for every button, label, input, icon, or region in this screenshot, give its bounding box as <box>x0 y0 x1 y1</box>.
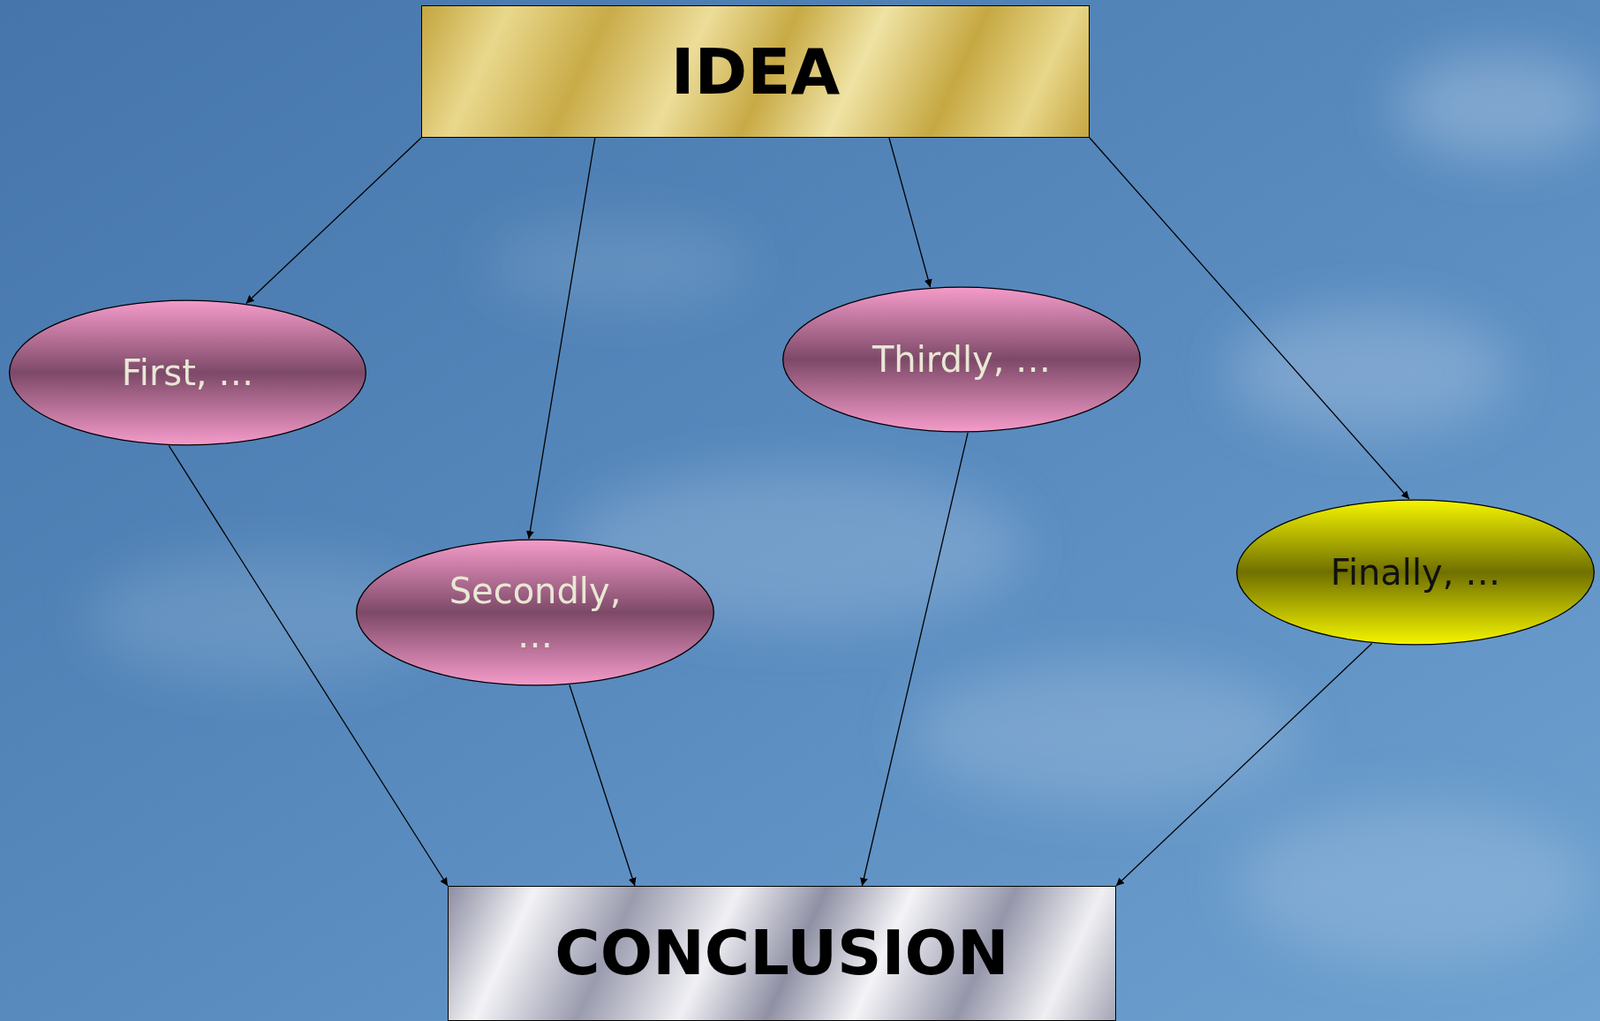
ellipse-label: Thirdly, … <box>872 337 1051 382</box>
ellipse-shape <box>9 300 367 446</box>
conclusion-box: CONCLUSION <box>447 885 1117 1021</box>
idea-box: IDEA <box>421 5 1090 138</box>
ellipse-shape <box>356 539 715 686</box>
connector-arrow <box>528 137 596 539</box>
point-ellipse: First, … <box>7 299 368 446</box>
box-heading: CONCLUSION <box>554 914 1009 993</box>
final-point-ellipse: Finally, … <box>1235 498 1596 646</box>
connector-arrow <box>569 684 635 886</box>
clouds <box>88 52 1600 963</box>
connector-arrow <box>861 432 968 886</box>
connector-arrow <box>168 445 448 886</box>
box-heading: IDEA <box>671 31 840 112</box>
connector-arrow <box>889 137 931 287</box>
connector-arrow <box>1116 643 1373 886</box>
connector-arrow <box>1089 137 1410 499</box>
point-ellipse: Thirdly, … <box>781 286 1142 433</box>
point-ellipse: Secondly, … <box>354 538 716 687</box>
ellipse-label: First, … <box>121 350 255 395</box>
ellipse-label: Secondly, … <box>440 568 631 657</box>
connector-arrow <box>246 137 422 304</box>
ellipse-outline <box>354 538 716 687</box>
ellipse-shape <box>1237 499 1595 645</box>
ellipse-shape <box>783 286 1141 432</box>
ellipse-label: Finally, … <box>1330 550 1501 595</box>
